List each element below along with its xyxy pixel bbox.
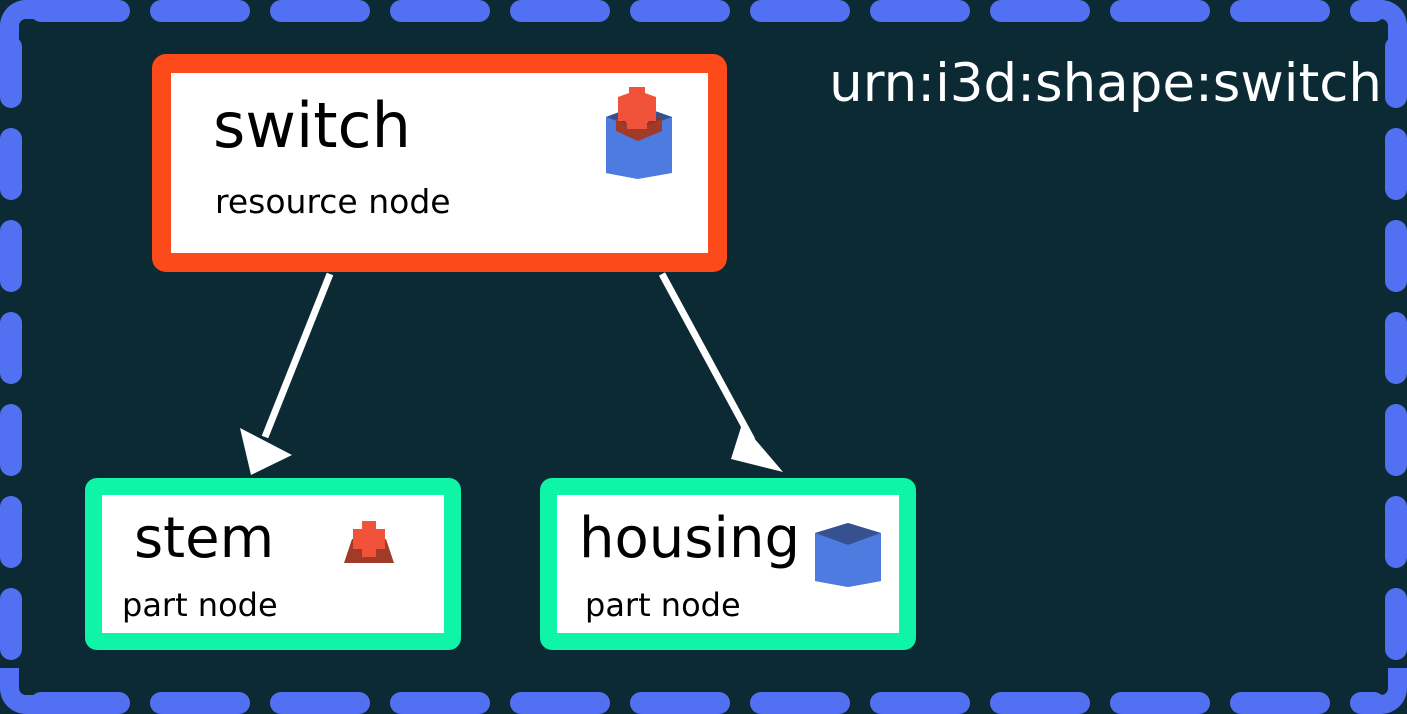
frame-corner-top-right bbox=[1361, 0, 1407, 46]
node-stem-title: stem bbox=[134, 506, 275, 571]
frame-left-dashes bbox=[0, 0, 22, 714]
node-housing-subtitle: part node bbox=[585, 586, 741, 624]
node-stem-body: stem part node bbox=[102, 495, 444, 633]
switch-voxel-icon bbox=[606, 87, 672, 179]
edge-switch-to-housing bbox=[658, 272, 783, 472]
frame-corner-top-left bbox=[0, 0, 46, 46]
node-stem[interactable]: stem part node bbox=[85, 478, 461, 650]
node-housing-body: housing part node bbox=[557, 495, 899, 633]
node-switch[interactable]: switch resource node bbox=[152, 54, 727, 272]
node-housing[interactable]: housing part node bbox=[540, 478, 916, 650]
node-stem-subtitle: part node bbox=[122, 586, 278, 624]
node-switch-title: switch bbox=[213, 89, 411, 162]
urn-label: urn:i3d:shape:switch bbox=[829, 53, 1382, 114]
edge-switch-to-stem bbox=[240, 272, 334, 475]
node-switch-body: switch resource node bbox=[171, 73, 708, 253]
node-housing-title: housing bbox=[579, 506, 801, 571]
frame-right-dashes bbox=[1385, 0, 1407, 714]
housing-voxel-icon bbox=[815, 523, 881, 587]
frame-bottom-dashes bbox=[0, 692, 1407, 714]
frame-corner-bottom-right bbox=[1361, 668, 1407, 714]
node-switch-subtitle: resource node bbox=[215, 182, 451, 221]
frame-top-dashes bbox=[0, 0, 1407, 22]
frame-corner-bottom-left bbox=[0, 668, 46, 714]
stem-voxel-icon bbox=[344, 521, 394, 563]
